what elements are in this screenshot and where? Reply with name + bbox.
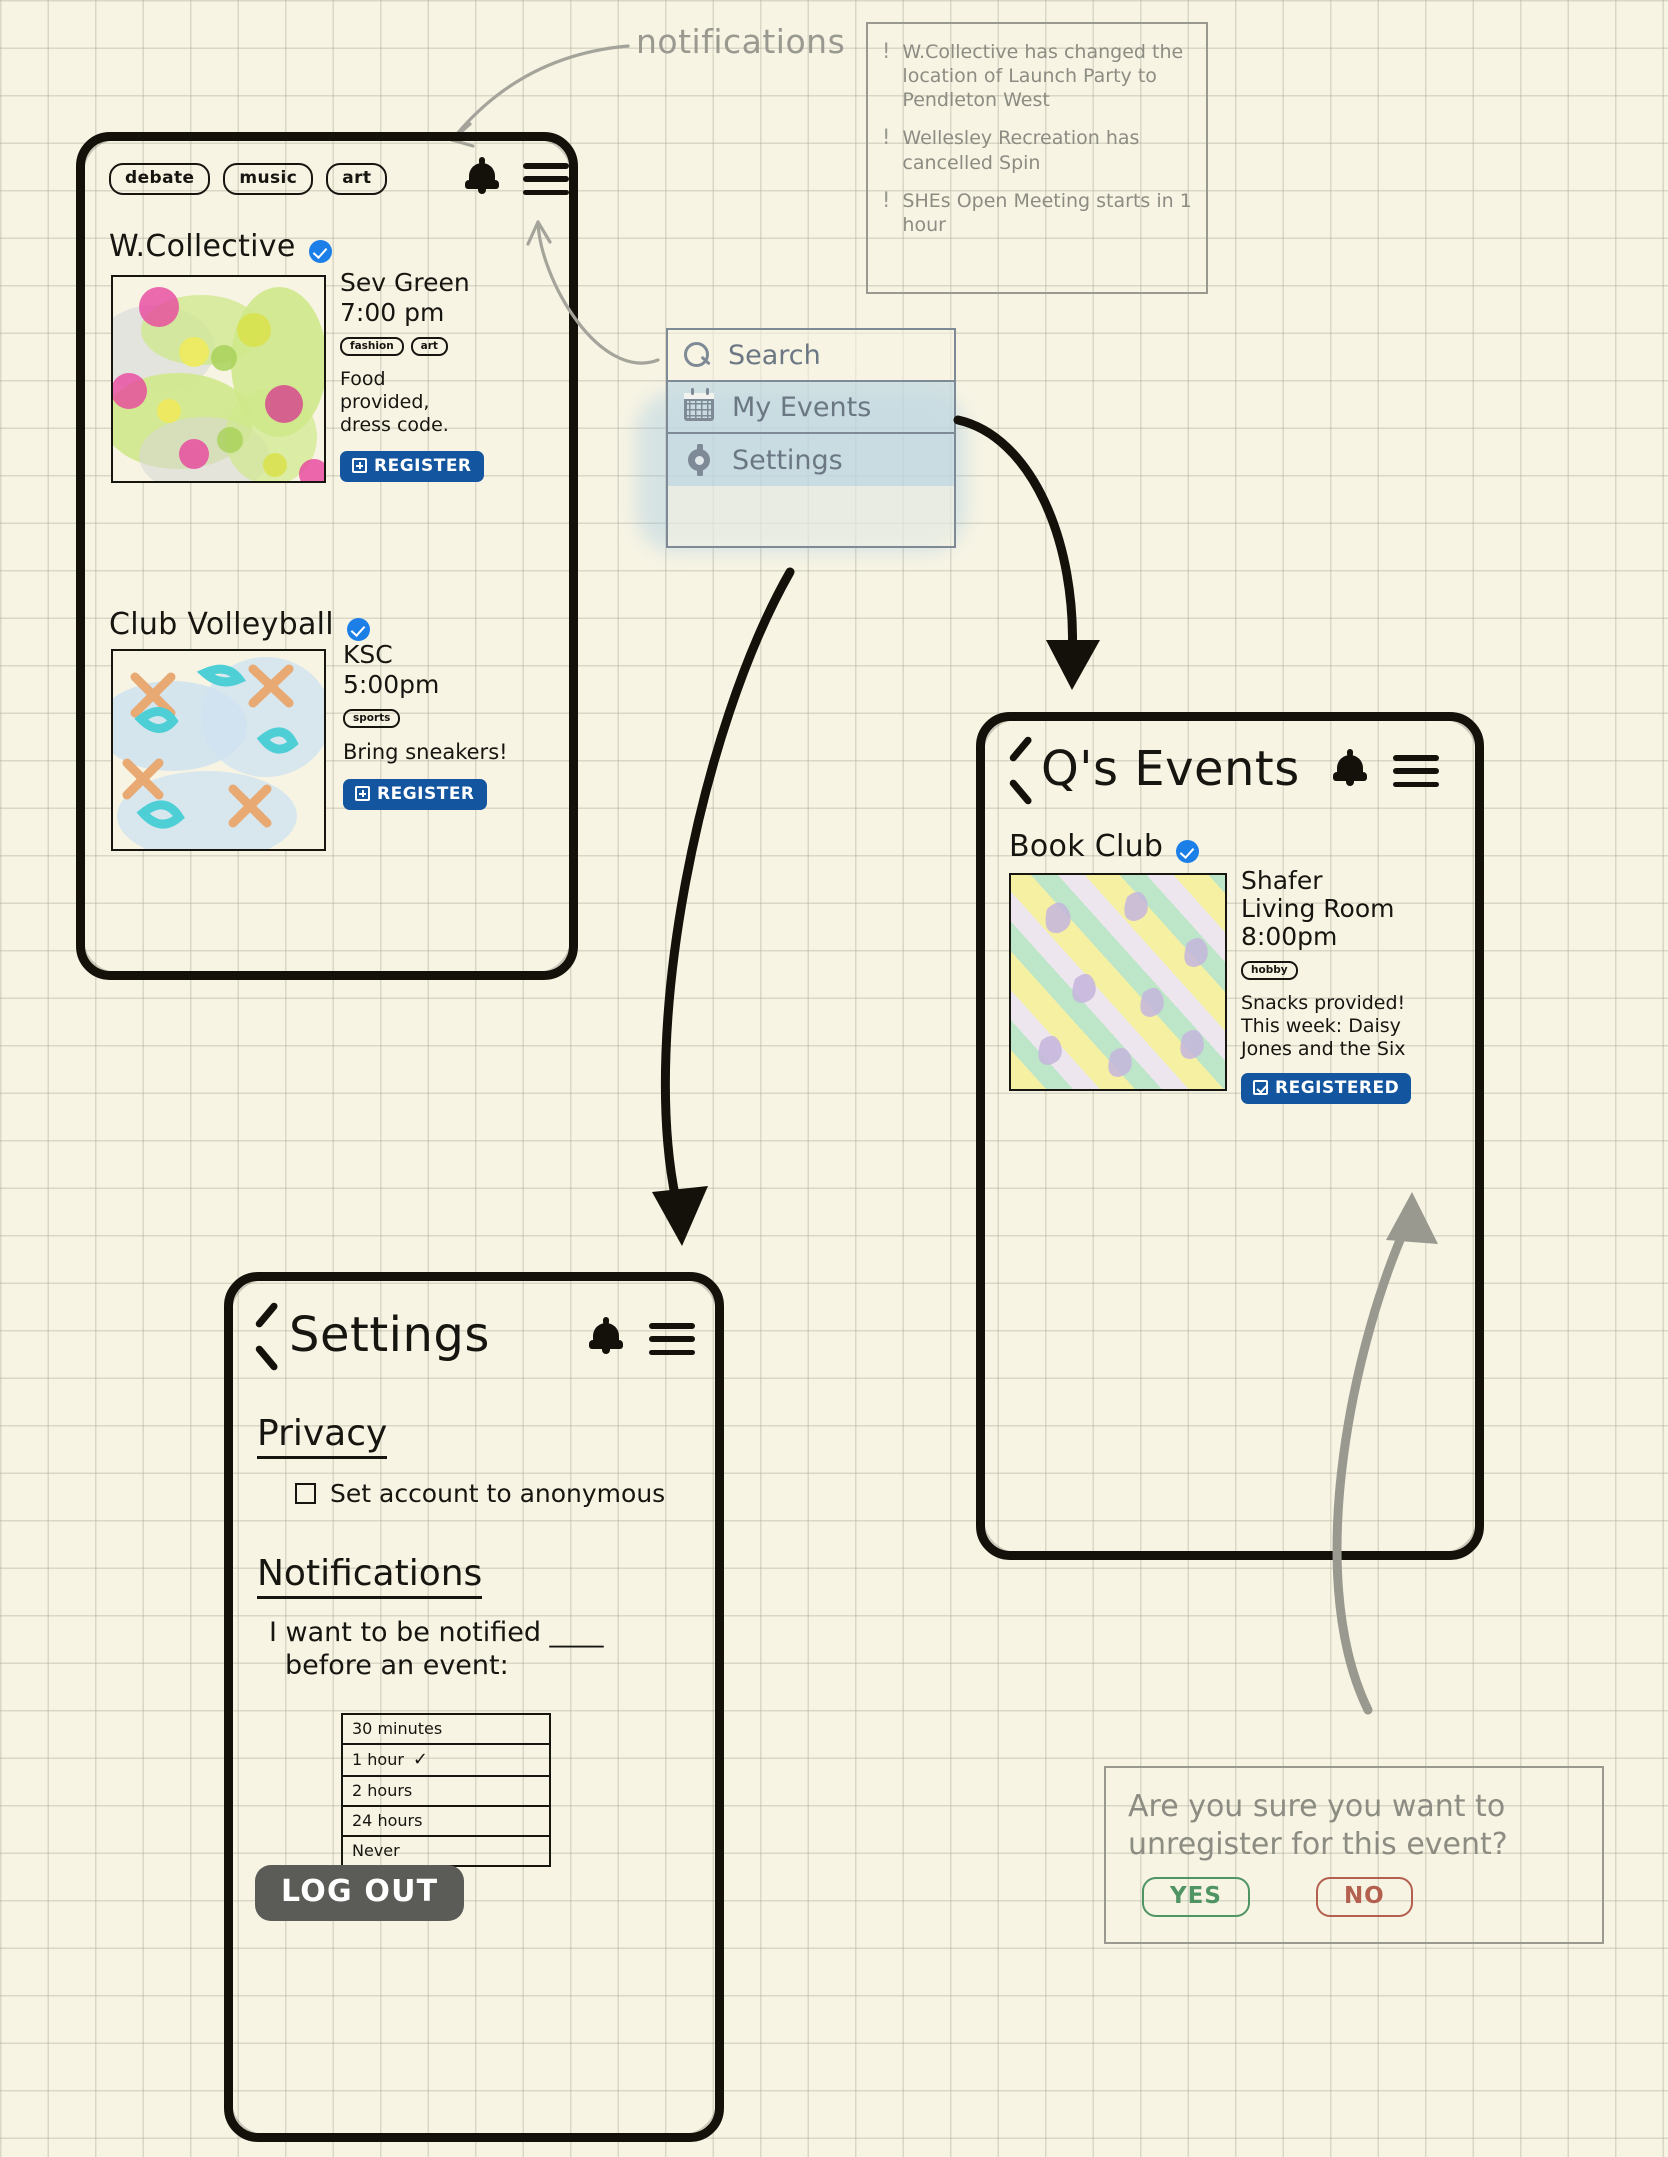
dropdown-menu: Search My Events Settings	[666, 328, 956, 548]
notification-item[interactable]: ! W.Collective has changed the location …	[882, 39, 1192, 112]
register-button[interactable]: REGISTER	[340, 450, 484, 482]
registered-button-label: REGISTERED	[1275, 1077, 1400, 1098]
option-label: 30 minutes	[352, 1719, 443, 1738]
register-button-label: REGISTER	[374, 455, 472, 476]
hamburger-menu-icon[interactable]	[649, 1323, 695, 1355]
alert-icon: !	[882, 125, 891, 150]
event-thumbnail[interactable]	[1009, 873, 1227, 1091]
event-description-line1: Snacks provided!	[1241, 992, 1406, 1014]
event-club-header: Club Volleyball	[109, 607, 370, 642]
plus-box-icon	[355, 786, 370, 802]
anonymous-account-checkbox[interactable]	[295, 1483, 316, 1504]
confirm-no-button[interactable]: NO	[1315, 1877, 1413, 1917]
club-name: Club Volleyball	[109, 607, 334, 642]
event-location: KSC	[343, 640, 393, 669]
option-row[interactable]: 2 hours	[343, 1777, 549, 1807]
option-row[interactable]: Never	[343, 1837, 549, 1865]
hamburger-menu-icon[interactable]	[523, 163, 569, 195]
club-name: Book Club	[1009, 829, 1164, 864]
section-heading-privacy: Privacy	[257, 1413, 388, 1459]
menu-item-label: Settings	[732, 444, 843, 476]
phone-my-events-screen: Q's Events Book Club Shafer Living Roo	[976, 712, 1484, 1560]
calendar-icon	[684, 388, 714, 421]
event-location: Sev Green	[340, 268, 470, 297]
alert-icon: !	[882, 187, 891, 212]
option-row[interactable]: 24 hours	[343, 1807, 549, 1837]
option-row-selected[interactable]: 1 hour ✓	[343, 1745, 549, 1777]
screen-title: Q's Events	[1041, 741, 1300, 797]
notification-text: Wellesley Recreation has cancelled Spin	[902, 127, 1140, 174]
menu-item-label: Search	[728, 339, 821, 371]
section-heading-notifications: Notifications	[257, 1553, 483, 1599]
anonymous-account-label: Set account to anonymous	[330, 1479, 666, 1508]
verified-badge-icon	[308, 240, 332, 263]
menu-item-settings[interactable]: Settings	[668, 434, 954, 486]
event-tag[interactable]: sports	[343, 709, 401, 728]
filter-chip-music[interactable]: music	[223, 163, 314, 195]
event-description: Bring sneakers!	[343, 740, 508, 764]
search-icon	[684, 342, 710, 368]
event-description: Food provided, dress code.	[340, 368, 449, 437]
register-button[interactable]: REGISTER	[343, 778, 487, 810]
back-chevron-icon[interactable]	[253, 1309, 283, 1361]
check-icon: ✓	[412, 1749, 429, 1770]
event-thumbnail[interactable]	[111, 275, 326, 483]
event-time: 5:00pm	[343, 670, 440, 699]
phone-home-screen: debate music art W.Collective Se	[76, 132, 578, 980]
event-location-line1: Shafer	[1241, 866, 1323, 895]
option-label: 24 hours	[352, 1811, 423, 1830]
unregister-confirm-dialog: Are you sure you want to unregister for …	[1104, 1766, 1604, 1944]
gear-icon	[684, 444, 714, 476]
hamburger-menu-icon[interactable]	[1393, 755, 1439, 787]
notification-panel: ! W.Collective has changed the location …	[866, 22, 1208, 294]
menu-item-my-events[interactable]: My Events	[668, 382, 954, 434]
event-description-line3: Jones and the Six	[1241, 1038, 1406, 1061]
verified-badge-icon	[347, 618, 370, 641]
event-location-line2: Living Room	[1241, 894, 1395, 923]
confirm-message-line1: Are you sure you want to	[1128, 1789, 1506, 1824]
filter-chip-art[interactable]: art	[326, 163, 388, 195]
notification-item[interactable]: ! SHEs Open Meeting starts in 1 hour	[882, 187, 1192, 237]
notify-timing-option-list[interactable]: 30 minutes 1 hour ✓ 2 hours 24 hours Nev…	[341, 1713, 551, 1867]
option-label: 1 hour	[352, 1750, 404, 1769]
bell-icon[interactable]	[465, 157, 499, 195]
event-tag[interactable]: fashion	[340, 337, 404, 356]
event-tag[interactable]: hobby	[1241, 961, 1298, 980]
registered-button[interactable]: REGISTERED	[1241, 1072, 1412, 1104]
check-box-icon	[1253, 1080, 1268, 1096]
notify-prompt-line1: I want to be notified ____	[269, 1617, 604, 1648]
alert-icon: !	[882, 39, 891, 63]
menu-item-label: My Events	[732, 391, 872, 423]
option-label: 2 hours	[352, 1781, 413, 1800]
annotation-notifications-label: notifications	[636, 22, 846, 61]
notification-text: W.Collective has changed the location of…	[902, 41, 1184, 112]
phone-settings-screen: Settings Privacy Set account to anonymou…	[224, 1272, 724, 2142]
event-time: 7:00 pm	[340, 298, 445, 327]
bell-icon[interactable]	[589, 1317, 623, 1355]
bell-icon[interactable]	[1333, 749, 1367, 787]
option-row[interactable]: 30 minutes	[343, 1715, 549, 1745]
screen-title: Settings	[289, 1307, 490, 1363]
filter-chip-debate[interactable]: debate	[109, 163, 211, 195]
register-button-label: REGISTER	[377, 783, 475, 804]
logout-button[interactable]: LOG OUT	[255, 1865, 465, 1921]
club-name: W.Collective	[109, 229, 296, 264]
notification-text: SHEs Open Meeting starts in 1 hour	[902, 189, 1192, 236]
verified-badge-icon	[1176, 840, 1200, 863]
event-time: 8:00pm	[1241, 922, 1338, 951]
event-club-header: W.Collective	[109, 229, 332, 264]
event-description-line2: This week: Daisy	[1241, 1015, 1401, 1038]
confirm-yes-button[interactable]: YES	[1142, 1877, 1250, 1917]
notification-item[interactable]: ! Wellesley Recreation has cancelled Spi…	[882, 126, 1192, 174]
notify-prompt-line2: before an event:	[285, 1649, 509, 1681]
confirm-message-line2: unregister for this event?	[1128, 1826, 1508, 1862]
menu-item-search[interactable]: Search	[668, 330, 954, 382]
plus-box-icon	[352, 458, 367, 474]
option-label: Never	[352, 1841, 400, 1860]
event-tag[interactable]: art	[410, 337, 448, 356]
event-thumbnail[interactable]	[111, 649, 326, 851]
